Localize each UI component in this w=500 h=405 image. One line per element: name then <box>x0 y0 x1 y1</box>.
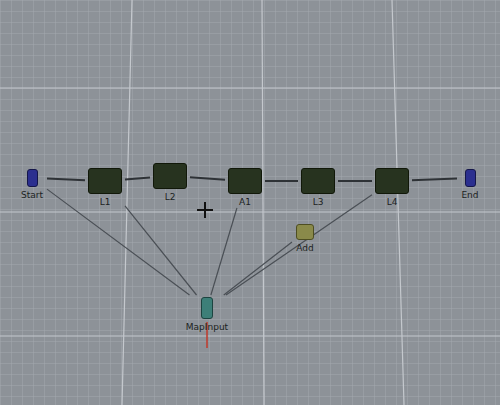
pivot-crosshair <box>197 202 213 218</box>
input-link <box>226 195 372 295</box>
node-label: MapInput <box>185 322 229 333</box>
add-node: Add <box>292 222 318 254</box>
sequence-link <box>190 177 225 179</box>
sequence-link <box>412 179 457 181</box>
action-node: L2 <box>150 161 190 203</box>
node-icon <box>201 297 213 319</box>
node-icon <box>296 224 314 240</box>
input-link <box>47 189 190 295</box>
node-icon <box>153 163 187 189</box>
node-icon <box>375 168 409 194</box>
node-label: L2 <box>164 192 177 203</box>
sequence-link <box>47 179 85 181</box>
sequence-link <box>338 180 372 182</box>
node-label: L1 <box>99 197 112 208</box>
node-icon <box>228 168 262 194</box>
input-link <box>125 206 197 295</box>
node-label: Start <box>20 190 44 201</box>
node-icon <box>88 168 122 194</box>
action-node: L3 <box>298 166 338 208</box>
node-icon <box>301 168 335 194</box>
input-link <box>224 242 292 295</box>
start-node: Start <box>17 167 47 201</box>
action-node: L1 <box>85 166 125 208</box>
node-icon <box>465 169 476 187</box>
node-label: End <box>460 190 479 201</box>
input-link <box>211 208 237 295</box>
node-icon <box>27 169 38 187</box>
sequence-link <box>125 178 150 180</box>
sequence-link <box>265 180 298 182</box>
node-label: L4 <box>386 197 399 208</box>
node-label: Add <box>295 243 314 254</box>
end-node: End <box>457 167 483 201</box>
node-label: A1 <box>238 197 252 208</box>
node-label: L3 <box>312 197 325 208</box>
input-node: MapInput <box>182 295 233 333</box>
action-node: L4 <box>372 166 412 208</box>
action-node: A1 <box>225 166 265 208</box>
